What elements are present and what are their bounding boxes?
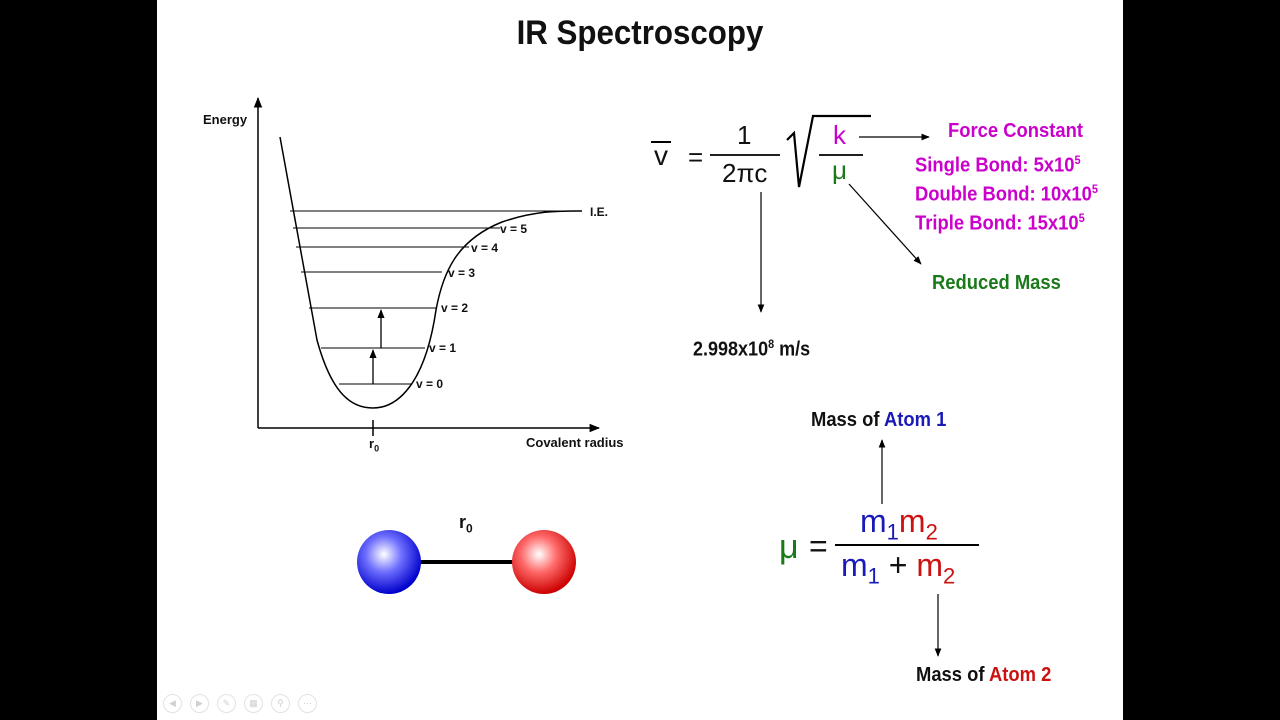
equals-sign: =: [688, 142, 704, 172]
reduced-mass-label: Reduced Mass: [932, 272, 1061, 294]
level-label: v = 1: [429, 341, 457, 355]
level-label: v = 2: [441, 301, 469, 315]
force-constant-title: Force Constant: [948, 120, 1083, 142]
mass-of-atom1-label: Mass of Atom 1: [811, 409, 947, 431]
bond-value: Double Bond: 10x105: [915, 182, 1099, 206]
level-label: v = 0: [416, 377, 444, 391]
more-icon[interactable]: ⋯: [298, 694, 317, 713]
slideshow-toolbar: ◀ ▶ ✎ ▦ ⚲ ⋯: [163, 694, 317, 713]
mu-symbol: μ: [779, 528, 799, 566]
level-label: v = 5: [500, 222, 528, 236]
slide: IR Spectroscopy: [157, 0, 1123, 720]
pen-icon[interactable]: ✎: [217, 694, 236, 713]
level-label: v = 3: [448, 266, 476, 280]
prev-icon[interactable]: ◀: [163, 694, 182, 713]
denominator: 2πc: [722, 158, 768, 188]
zoom-icon[interactable]: ⚲: [271, 694, 290, 713]
numerator: 1: [737, 120, 752, 150]
bond-value: Triple Bond: 15x105: [915, 211, 1085, 235]
wavenumber-symbol: v: [654, 140, 668, 171]
numerator: m1m2: [860, 503, 938, 545]
next-icon[interactable]: ▶: [190, 694, 209, 713]
reduced-mass-symbol: μ: [832, 155, 847, 185]
bond-length-label: r0: [459, 512, 473, 536]
speed-of-light-label: 2.998x108 m/s: [693, 337, 811, 361]
arrow: [848, 183, 922, 265]
atom-2: [512, 530, 576, 594]
mass-of-atom2-label: Mass of Atom 2: [916, 664, 1052, 686]
morse-curve: [279, 136, 583, 409]
ie-label: I.E.: [590, 205, 609, 219]
r0-label: r0: [369, 436, 380, 454]
slide-title: IR Spectroscopy: [516, 14, 764, 52]
y-axis-label: Energy: [203, 112, 248, 127]
bond-value: Single Bond: 5x105: [915, 153, 1081, 177]
x-axis-label: Covalent radius: [526, 435, 624, 450]
potential-energy-diagram: [253, 96, 979, 657]
atom-1: [357, 530, 421, 594]
level-label: v = 4: [471, 241, 499, 255]
sqrt-sign: [786, 114, 871, 188]
force-constant-symbol: k: [833, 120, 846, 150]
slides-icon[interactable]: ▦: [244, 694, 263, 713]
equals-sign: =: [809, 528, 828, 564]
denominator: m1 + m2: [841, 547, 956, 589]
